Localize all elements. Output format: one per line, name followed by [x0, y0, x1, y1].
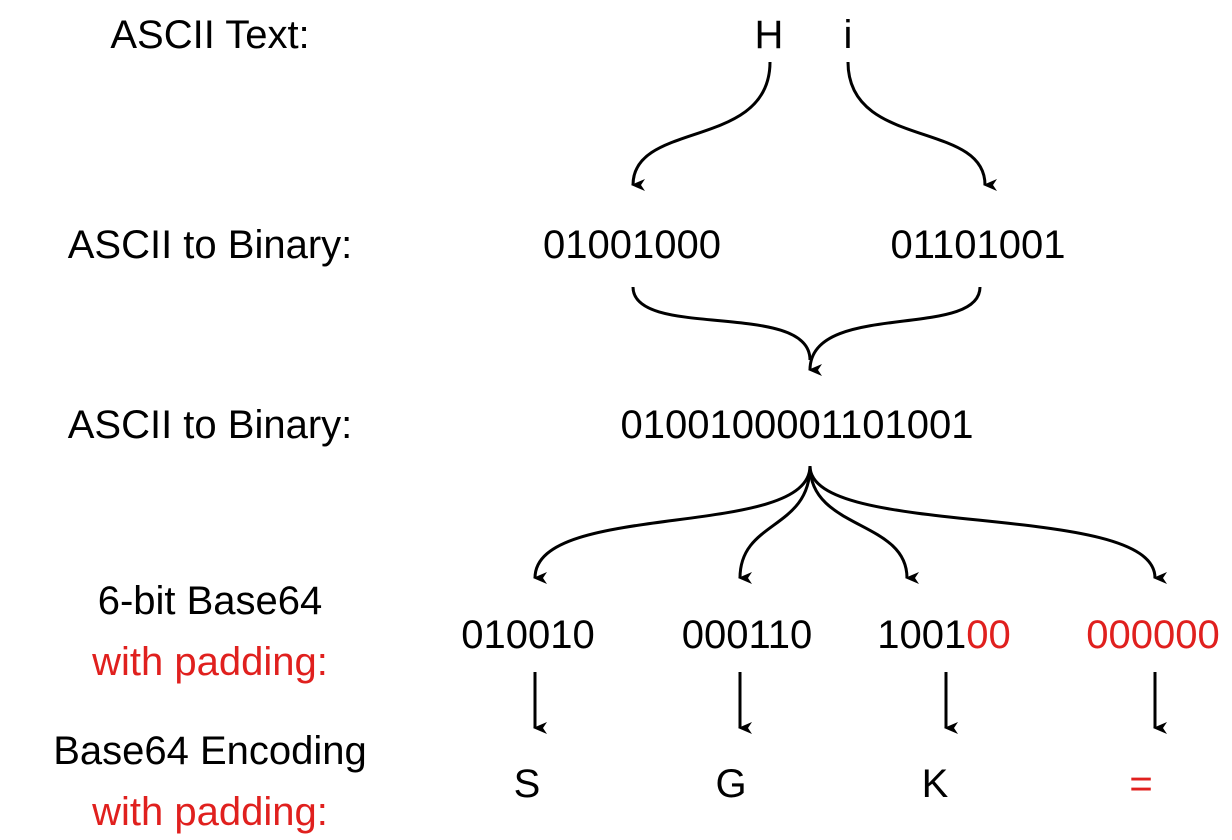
base64-char-4: =	[1129, 762, 1152, 806]
binary-byte-1: 01001000	[543, 223, 721, 267]
split-arrow-4	[808, 465, 1168, 584]
row-label-encoding: Base64 Encoding	[53, 729, 367, 773]
six-bit-group-1-bits: 010010	[461, 613, 594, 657]
arrow-h-to-byte	[631, 61, 772, 192]
merge-arrow-right	[808, 286, 982, 377]
binary-byte-2: 01101001	[891, 223, 1066, 267]
six-bit-group-2: 000110	[682, 613, 813, 657]
row-label-ascii-to-binary: ASCII to Binary:	[68, 223, 353, 267]
base64-char-3: K	[922, 762, 949, 806]
six-bit-group-3-padding: 00	[966, 613, 1011, 657]
split-arrow-1	[533, 465, 812, 585]
combined-bits: 0100100001101001	[621, 403, 974, 447]
ascii-char-h: H	[755, 13, 784, 57]
row-label-ascii-text: ASCII Text:	[110, 13, 309, 57]
row-label-six-bit-padding: with padding:	[91, 640, 328, 684]
row-label-encoding-padding: with padding:	[91, 790, 328, 834]
six-bit-group-1: 010010	[461, 613, 594, 657]
base64-char-2: G	[715, 762, 746, 806]
split-arrow-3	[808, 465, 920, 584]
row-label-six-bit: 6-bit Base64	[98, 579, 323, 623]
six-bit-group-4: 000000	[1086, 613, 1219, 657]
six-bit-group-4-padding: 000000	[1086, 613, 1219, 657]
ascii-char-i: i	[844, 13, 853, 57]
arrow-i-to-byte	[846, 61, 998, 191]
row-label-combined-binary: ASCII to Binary:	[68, 403, 353, 447]
six-bit-group-3-bits: 1001	[877, 613, 966, 657]
six-bit-group-2-bits: 000110	[682, 613, 813, 657]
six-bit-group-3: 100100	[877, 613, 1010, 657]
split-arrow-2	[738, 465, 812, 585]
base64-char-1: S	[514, 762, 541, 806]
merge-line-left	[631, 286, 812, 361]
